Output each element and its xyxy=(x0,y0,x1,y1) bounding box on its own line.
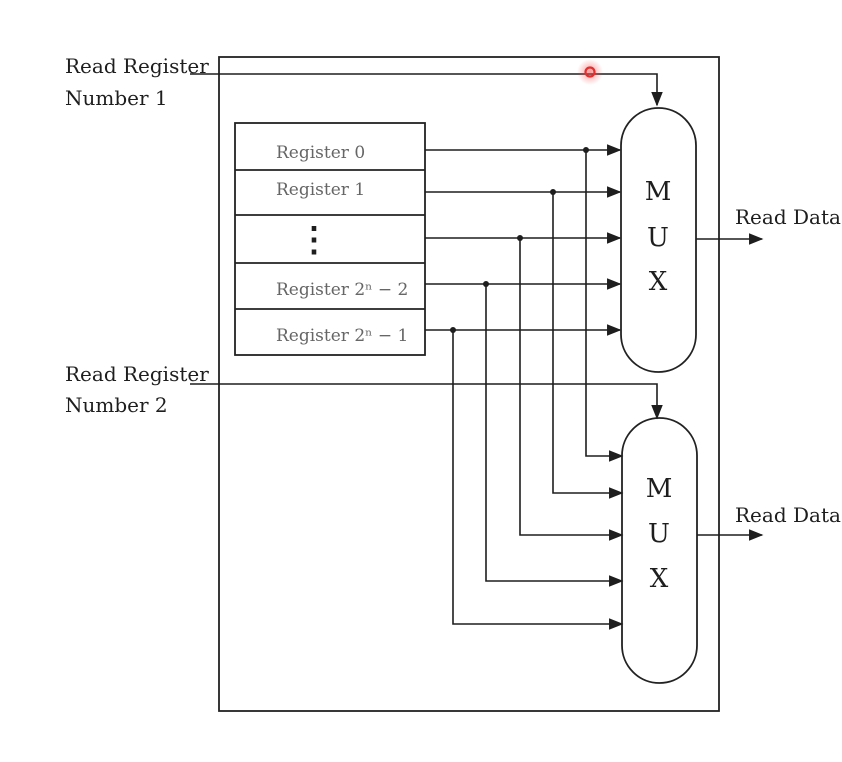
register-ellipsis-branch xyxy=(519,238,624,541)
mux-1: M U X xyxy=(620,107,697,373)
read-data-1-output: Read Data 1 xyxy=(696,205,842,245)
read-register-1-label-line1: Read Register xyxy=(65,54,209,78)
mux-2-letter-x: X xyxy=(650,564,669,594)
junction-dot xyxy=(583,147,589,153)
read-register-1-input: Read Register Number 1 xyxy=(65,54,663,110)
register-1-label: Register 1 xyxy=(276,180,365,200)
read-data-2-label: Read Data 2 xyxy=(735,503,842,527)
mux-1-letter-x: X xyxy=(649,267,668,297)
cursor-indicator xyxy=(577,59,603,85)
read-register-2-input: Read Register Number 2 xyxy=(65,362,663,420)
junction-dot xyxy=(517,235,523,241)
mux-2-letter-m: M xyxy=(646,474,673,504)
read-data-2-output: Read Data 2 xyxy=(697,503,842,541)
junction-dot xyxy=(483,281,489,287)
read-register-1-wire xyxy=(190,73,663,107)
register-1-branch xyxy=(552,192,624,499)
mux2-input-wires xyxy=(450,147,624,630)
read-register-2-label-line1: Read Register xyxy=(65,362,209,386)
mux-1-letter-m: M xyxy=(645,177,672,207)
register-ellipsis: ⋮ xyxy=(297,220,331,260)
cursor-glow xyxy=(577,59,603,85)
read-register-1-label-line2: Number 1 xyxy=(65,86,168,110)
junction-dot xyxy=(550,189,556,195)
register-bank: Register 0 Register 1 ⋮ Register 2ⁿ − 2 … xyxy=(234,122,426,356)
register-bank-outline xyxy=(234,122,426,356)
register-2n-1-label: Register 2ⁿ − 1 xyxy=(276,326,408,346)
read-data-1-label: Read Data 1 xyxy=(735,205,842,229)
junction-dot xyxy=(450,327,456,333)
register-2n-1-branch xyxy=(452,330,624,630)
cursor-ring xyxy=(584,66,596,78)
register-2n-2-label: Register 2ⁿ − 2 xyxy=(276,280,408,300)
read-register-2-label-line2: Number 2 xyxy=(65,393,168,417)
mux-1-shape xyxy=(620,107,697,373)
mux-2-shape xyxy=(621,417,698,684)
register-0-label: Register 0 xyxy=(276,143,365,163)
mux-2: M U X xyxy=(621,417,698,684)
mux-1-letter-u: U xyxy=(647,223,669,253)
read-register-2-wire xyxy=(190,383,663,420)
register-0-branch xyxy=(585,150,624,462)
mux-2-letter-u: U xyxy=(648,519,670,549)
register-2n-2-branch xyxy=(485,284,624,587)
mux1-input-wires xyxy=(425,144,622,336)
